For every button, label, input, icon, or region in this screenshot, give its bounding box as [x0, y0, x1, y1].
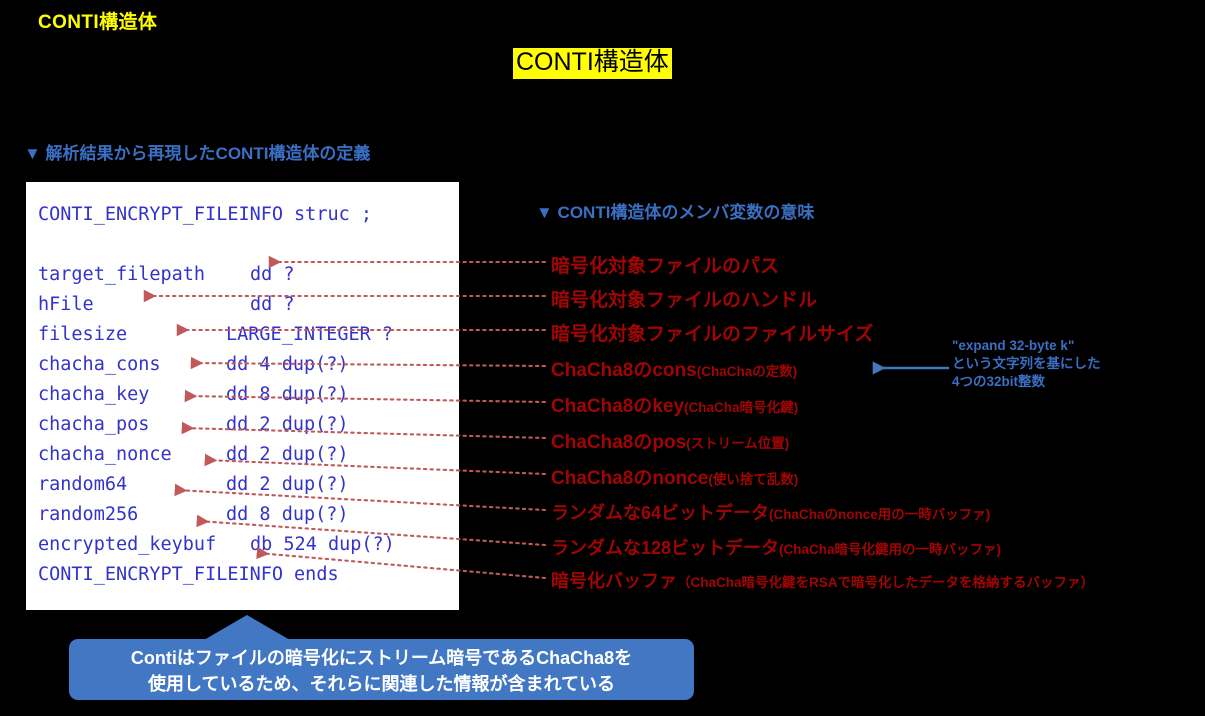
annotation-item: ChaCha8のpos(ストリーム位置)	[551, 427, 789, 454]
page-title: CONTI構造体	[513, 48, 672, 79]
annotation-main: ランダムな64ビットデータ	[551, 503, 770, 523]
callout-line-2: 使用しているため、それらに関連した情報が含まれている	[148, 673, 615, 694]
code-line: chacha_pos dd 2 dup(?)	[38, 410, 459, 440]
code-member-type: dd 2 dup(?)	[226, 474, 349, 495]
annotation-sub: (使い捨て乱数)	[708, 472, 799, 487]
side-note-line-1: "expand 32-byte k"	[952, 338, 1075, 353]
code-member-name: chacha_pos	[38, 414, 150, 435]
code-line: chacha_cons dd 4 dup(?)	[38, 350, 459, 380]
annotation-sub: (ChaCha暗号化鍵用の一時バッファ)	[779, 542, 1002, 557]
code-line: random256 dd 8 dup(?)	[38, 500, 459, 530]
annotation-main: ChaCha8のnonce	[551, 468, 709, 489]
annotation-main: ChaCha8のkey	[551, 396, 685, 417]
code-member-type: dd 4 dup(?)	[226, 354, 349, 375]
code-member-name: filesize	[38, 324, 128, 345]
annotation-main: ランダムな128ビットデータ	[551, 538, 780, 558]
code-member-type: dd 2 dup(?)	[226, 444, 349, 465]
callout-pointer	[204, 615, 290, 640]
section-heading-code: ▼ 解析結果から再現したCONTI構造体の定義	[24, 144, 371, 163]
code-member-type: dd ?	[250, 294, 295, 315]
callout-line-1: Contiはファイルの暗号化にストリーム暗号であるChaCha8を	[130, 648, 633, 668]
annotation-item: 暗号化対象ファイルのパス	[551, 251, 779, 278]
annotation-main: 暗号化対象ファイルのハンドル	[551, 290, 818, 311]
annotation-item: 暗号化対象ファイルのハンドル	[551, 285, 817, 312]
code-member-type: ends	[294, 564, 339, 585]
code-member-name: chacha_key	[38, 384, 150, 405]
callout-box: Contiはファイルの暗号化にストリーム暗号であるChaCha8を 使用している…	[69, 615, 694, 700]
annotation-item: ランダムな64ビットデータ(ChaChaのnonce用の一時バッファ)	[551, 499, 990, 525]
code-member-name: hFile	[38, 294, 94, 315]
annotation-sub: (ストリーム位置)	[686, 436, 790, 451]
code-member-name: chacha_cons	[38, 354, 161, 375]
side-note-line-2: という文字列を基にした	[952, 355, 1101, 371]
annotation-main: 暗号化対象ファイルのファイルサイズ	[551, 324, 874, 345]
code-member-type: struc ;	[294, 204, 373, 225]
annotation-item: 暗号化バッファ（ChaCha暗号化鍵をRSAで暗号化したデータを格納するバッファ…	[551, 567, 1094, 593]
annotation-item: ランダムな128ビットデータ(ChaCha暗号化鍵用の一時バッファ)	[551, 534, 1001, 560]
code-member-name: chacha_nonce	[38, 444, 172, 465]
code-member-name: CONTI_ENCRYPT_FILEINFO	[38, 564, 284, 585]
code-line-blank	[38, 230, 459, 260]
code-line: CONTI_ENCRYPT_FILEINFO struc ;	[38, 200, 459, 230]
code-member-name: encrypted_keybuf	[38, 534, 217, 555]
code-member-name: CONTI_ENCRYPT_FILEINFO	[38, 204, 284, 225]
code-line: chacha_nonce dd 2 dup(?)	[38, 440, 459, 470]
code-member-type: dd ?	[250, 264, 295, 285]
annotation-item: ChaCha8のkey(ChaCha暗号化鍵)	[551, 391, 798, 418]
annotation-item: ChaCha8のnonce(使い捨て乱数)	[551, 463, 798, 490]
code-member-type: dd 2 dup(?)	[226, 414, 349, 435]
code-line: CONTI_ENCRYPT_FILEINFO ends	[38, 560, 459, 590]
code-line: hFile dd ?	[38, 290, 459, 320]
code-line: encrypted_keybuf db 524 dup(?)	[38, 530, 459, 560]
annotation-main: 暗号化対象ファイルのパス	[551, 256, 780, 277]
code-panel: CONTI_ENCRYPT_FILEINFO struc ; target_file…	[26, 182, 459, 610]
annotation-main: ChaCha8のpos	[551, 432, 687, 453]
annotation-main: 暗号化バッファ	[551, 571, 677, 591]
code-member-name: random64	[38, 474, 128, 495]
code-line: random64 dd 2 dup(?)	[38, 470, 459, 500]
annotation-sub: (ChaChaのnonce用の一時バッファ)	[769, 507, 991, 522]
annotation-main: ChaCha8のcons	[551, 360, 697, 381]
code-line: chacha_key dd 8 dup(?)	[38, 380, 459, 410]
section-heading-annotations: ▼ CONTI構造体のメンバ変数の意味	[536, 203, 815, 222]
code-member-type: LARGE_INTEGER ?	[226, 324, 394, 345]
code-member-name: target_filepath	[38, 264, 206, 285]
code-member-type: db 524 dup(?)	[250, 534, 395, 555]
code-line: filesize LARGE_INTEGER ?	[38, 320, 459, 350]
annotation-item: ChaCha8のcons(ChaChaの定数)	[551, 355, 797, 382]
annotation-sub: (ChaChaの定数)	[696, 364, 798, 379]
code-member-type: dd 8 dup(?)	[226, 384, 349, 405]
annotation-item: 暗号化対象ファイルのファイルサイズ	[551, 319, 873, 346]
slide-tag: CONTI構造体	[38, 12, 158, 33]
code-listing: CONTI_ENCRYPT_FILEINFO struc ; target_file…	[38, 200, 459, 590]
annotation-sub: (ChaCha暗号化鍵)	[684, 400, 799, 415]
annotation-sub: （ChaCha暗号化鍵をRSAで暗号化したデータを格納するバッファ）	[677, 575, 1095, 590]
side-note-line-3: 4つの32bit整数	[952, 373, 1046, 389]
code-line: target_filepath dd ?	[38, 260, 459, 290]
code-member-type: dd 8 dup(?)	[226, 504, 349, 525]
code-member-name: random256	[38, 504, 139, 525]
side-note: "expand 32-byte k" という文字列を基にした 4つの32bit整…	[952, 337, 1101, 390]
